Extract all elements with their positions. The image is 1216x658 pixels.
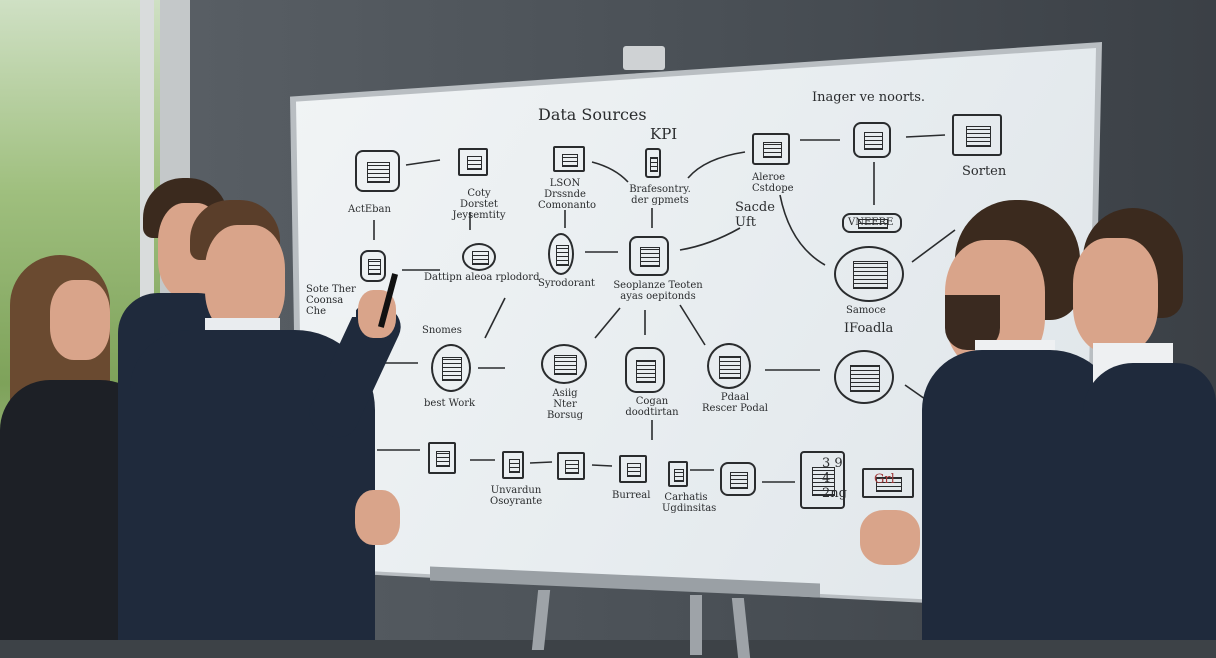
board-label: Cogan doodtirtan <box>625 396 679 418</box>
board-heading: Inager ve noorts. <box>812 90 926 105</box>
chart-icon <box>557 452 585 480</box>
board-label: Grl <box>874 472 895 487</box>
board-label: Dattipn aleoa rplodord <box>424 272 540 283</box>
flow-arrows <box>373 134 956 483</box>
board-label: best Work <box>424 398 476 409</box>
person-presenter <box>130 200 410 640</box>
board-label: Burreal <box>612 490 651 501</box>
monitor-icon <box>553 146 585 172</box>
chart-icon <box>541 344 587 384</box>
list-icon <box>668 461 688 487</box>
board-label: Unvardun Osoyrante <box>490 485 543 507</box>
dashboard-icon <box>707 343 751 389</box>
cloud-icon <box>462 243 496 271</box>
board-label: Seoplanze Teoten ayas oepitonds <box>613 280 703 302</box>
board-label: Asiig Nter Borsug <box>546 388 584 421</box>
box-icon <box>842 213 902 233</box>
computer-icon <box>629 236 669 276</box>
board-label: Aleroe Cstdope <box>752 172 794 194</box>
database-icon <box>952 114 1002 156</box>
board-label: LSON Drssnde Comonanto <box>538 178 597 211</box>
lightbulb-icon <box>720 462 756 496</box>
board-label: Sote Ther Coonsa Che <box>306 284 356 317</box>
person-icon <box>428 442 456 474</box>
board-label: Brafesontry. der gpmets <box>629 184 691 206</box>
person-man-far-right <box>1068 208 1216 640</box>
person-icon <box>548 233 574 275</box>
calendar-icon <box>800 451 845 509</box>
report-icon <box>834 246 904 302</box>
search-icon <box>431 344 471 392</box>
file-icon <box>502 451 524 479</box>
document-icon <box>355 150 400 192</box>
phone-icon <box>645 148 661 178</box>
kpi-label: KPI <box>650 125 678 143</box>
board-label: Pdaal Rescer Podal <box>702 392 768 414</box>
board-label: VNEERE <box>848 217 894 228</box>
camera-mount <box>623 46 665 70</box>
monitor-icon <box>619 455 647 483</box>
board-title: Data Sources <box>538 105 647 124</box>
board-label: Carhatis Ugdinsitas <box>662 492 717 514</box>
box-icon <box>862 468 914 498</box>
server-icon <box>853 122 891 158</box>
board-label: Coty Dorstet Jeysemtity <box>452 188 506 221</box>
chart-icon <box>458 148 488 176</box>
board-label: Syrodorant <box>538 278 595 289</box>
board-label: IFoadla <box>844 321 894 336</box>
building-icon <box>752 133 790 165</box>
board-label: Snomes <box>422 325 462 336</box>
robot-icon <box>360 250 386 282</box>
board-label: Samoce <box>846 305 886 316</box>
user-icon <box>625 347 665 393</box>
board-label: ActEban <box>348 204 391 215</box>
board-label: 3 9 4 2ng <box>822 456 847 501</box>
board-label: Sorten <box>962 164 1007 179</box>
board-label: Sacde Uft <box>735 200 775 230</box>
plant-icon <box>834 350 894 404</box>
